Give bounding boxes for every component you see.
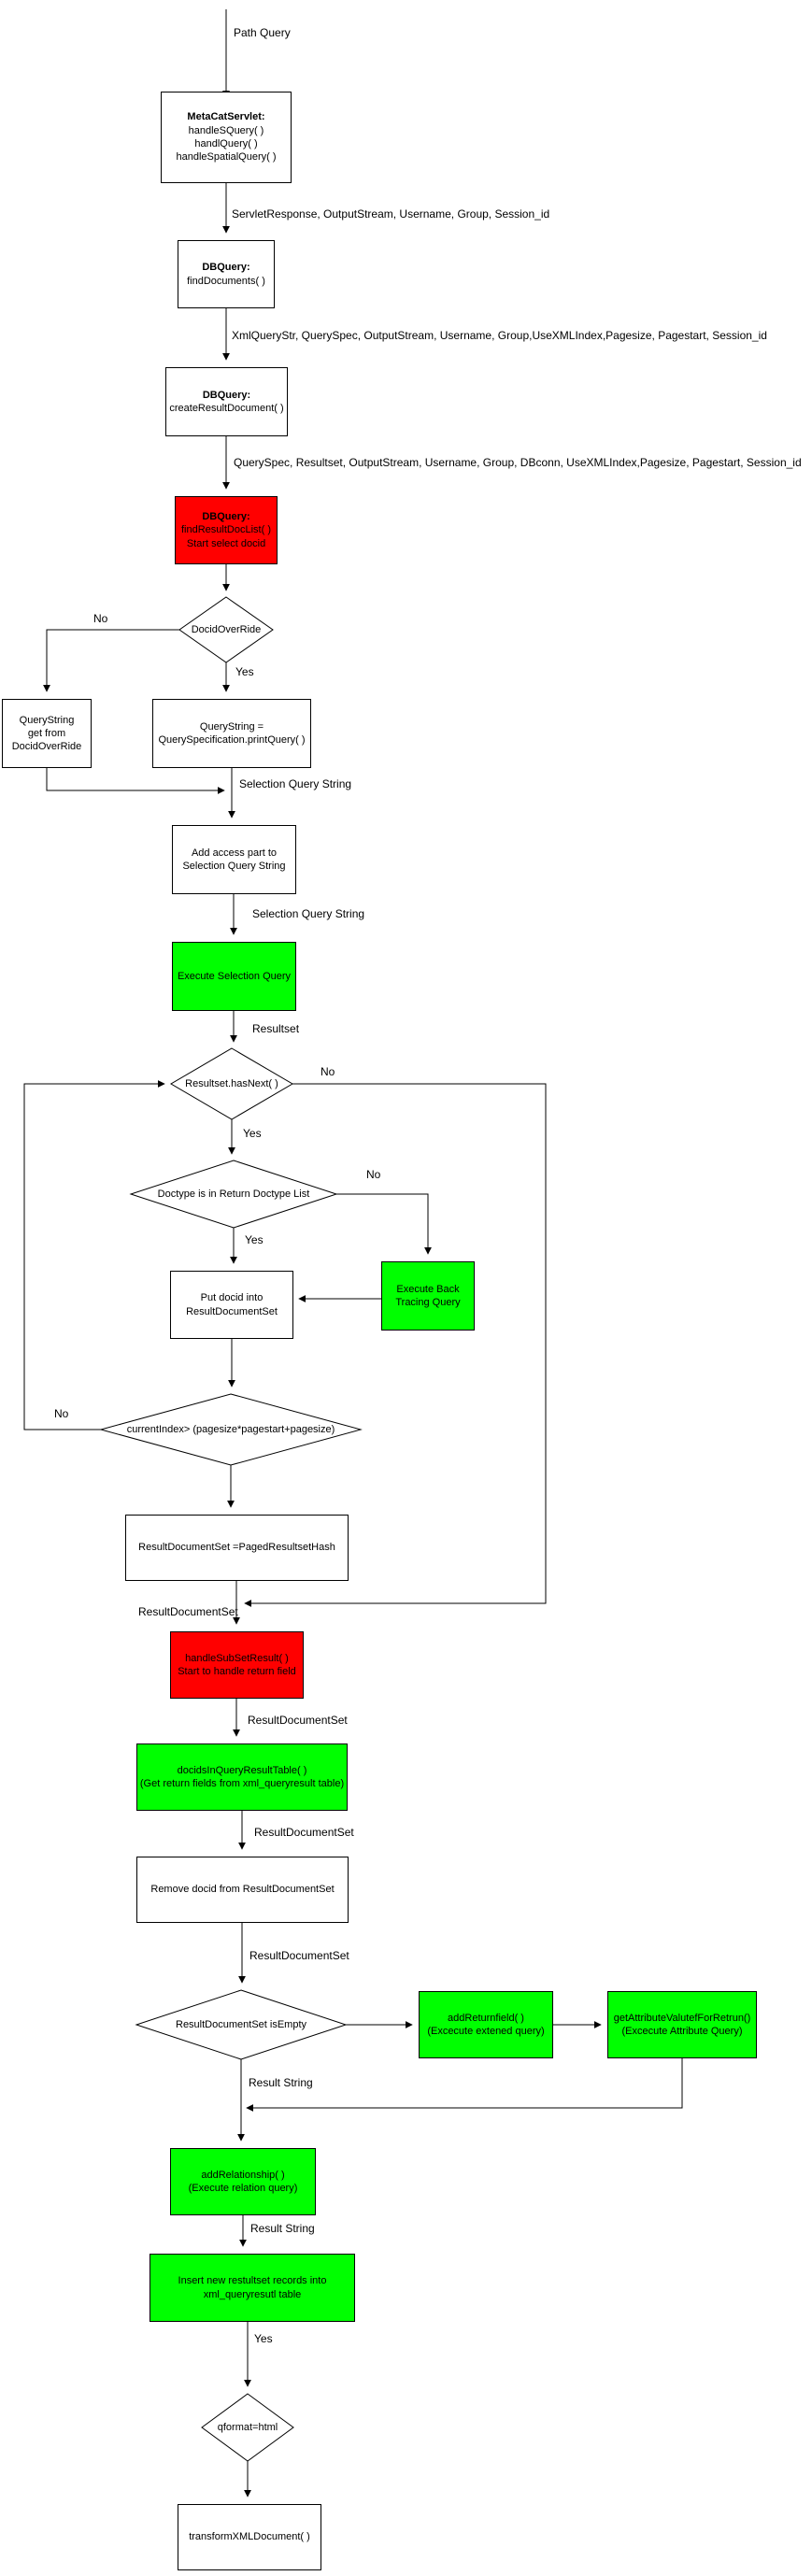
node-dbquery-findresultdoclist-line: Start select docid <box>186 537 266 549</box>
node-add-relationship: addRelationship( ) (Execute relation que… <box>170 2148 316 2215</box>
connector-hasnext-no <box>244 1083 547 1607</box>
node-remove-docid: Remove docid from ResultDocumentSet <box>136 1857 349 1923</box>
node-querystring-spec-line: QuerySpecification.printQuery( ) <box>158 734 306 746</box>
node-get-attribute-value-line: (Excecute Attribute Query) <box>621 2026 743 2037</box>
node-metacatservlet-title: MetaCatServlet: <box>187 111 265 123</box>
edge-label-yes-qformat: Yes <box>254 2332 273 2345</box>
node-transform-xml-document: transformXMLDocument( ) <box>178 2504 321 2570</box>
connector-getattribute-return <box>246 2058 683 2112</box>
edge-label-resultdocumentset-3: ResultDocumentSet <box>254 1826 354 1839</box>
node-dbquery-findresultdoclist: DBQuery: findResultDocList( ) Start sele… <box>175 496 278 564</box>
edge-label-selection-query-string-2: Selection Query String <box>252 907 365 920</box>
node-handle-subset-result: handleSubSetResult( ) Start to handle re… <box>170 1631 304 1699</box>
decision-currentindex-shape <box>99 1393 363 1466</box>
node-querystring-override-line: get from <box>27 727 66 739</box>
node-querystring-override-line: QueryString <box>19 714 75 726</box>
edge-label-yes-doctype: Yes <box>245 1233 264 1246</box>
decision-qformat-label: qformat=html <box>217 2422 278 2433</box>
edge-label-no-docidoverride: No <box>93 612 108 625</box>
edge-label-servlet-args: ServletResponse, OutputStream, Username,… <box>232 207 550 221</box>
node-put-docid-line: Put docid into <box>200 1292 264 1304</box>
decision-isempty-label: ResultDocumentSet isEmpty <box>176 2019 306 2030</box>
node-querystring-spec: QueryString = QuerySpecification.printQu… <box>152 699 311 768</box>
node-paged-resultset-hash-line: ResultDocumentSet =PagedResultsetHash <box>138 1542 335 1554</box>
node-put-docid: Put docid into ResultDocumentSet <box>170 1271 293 1339</box>
node-execute-selection-query-line: Execute Selection Query <box>177 970 292 982</box>
node-get-attribute-value: getAttributeValutefForRetrun() (Excecute… <box>607 1991 757 2058</box>
decision-hasnext-shape <box>170 1047 293 1120</box>
node-dbquery-createresultdocument: DBQuery: createResultDocument( ) <box>165 367 288 436</box>
node-querystring-override-line: DocidOverRide <box>11 741 82 753</box>
edge-label-yes-hasnext: Yes <box>243 1127 262 1140</box>
node-metacatservlet-line: handleSpatialQuery( ) <box>176 151 277 164</box>
edge-label-resultset: Resultset <box>252 1022 300 1035</box>
node-metacatservlet-line: handlQuery( ) <box>194 138 258 149</box>
node-docids-in-queryresult-table-line: docidsInQueryResultTable( ) <box>177 1764 307 1776</box>
decision-doctype-label: Doctype is in Return Doctype List <box>157 1188 310 1200</box>
edge-label-resultdocumentset-2: ResultDocumentSet <box>248 1714 348 1727</box>
edge-label-no-doctype: No <box>366 1168 381 1181</box>
node-dbquery-findresultdoclist-title: DBQuery: <box>202 511 250 523</box>
edge-label-resultdocumentset-4: ResultDocumentSet <box>249 1949 349 1962</box>
node-metacatservlet: MetaCatServlet: handleSQuery( ) handlQue… <box>161 92 292 183</box>
edge-label-xmlquery-args: XmlQueryStr, QuerySpec, OutputStream, Us… <box>232 329 767 342</box>
node-insert-records-line: xml_queryresutl table <box>203 2288 302 2300</box>
edge-label-result-string-2: Result String <box>250 2222 315 2235</box>
connector-docidoverride-no <box>43 629 179 692</box>
decision-docidoverride-label: DocidOverRide <box>191 624 262 635</box>
node-add-returnfield-line: (Excecute extened query) <box>427 2026 545 2037</box>
node-docids-in-queryresult-table: docidsInQueryResultTable( ) (Get return … <box>136 1743 348 1811</box>
node-add-access: Add access part to Selection Query Strin… <box>172 825 296 894</box>
connector-override-merge <box>46 768 225 794</box>
node-execute-back-tracing: Execute Back Tracing Query <box>381 1261 475 1331</box>
node-add-access-line: Selection Query String <box>182 861 286 872</box>
decision-qformat-shape <box>201 2393 294 2462</box>
decision-isempty-shape <box>135 1989 348 2060</box>
node-paged-resultset-hash: ResultDocumentSet =PagedResultsetHash <box>125 1515 349 1581</box>
node-insert-records: Insert new restultset records into xml_q… <box>150 2254 355 2322</box>
node-dbquery-findresultdoclist-line: findResultDocList( ) <box>181 524 271 536</box>
connector-doctype-no <box>336 1193 432 1255</box>
node-add-access-line: Add access part to <box>191 847 278 859</box>
node-add-returnfield-line: addReturnfield( ) <box>448 2012 524 2024</box>
node-remove-docid-line: Remove docid from ResultDocumentSet <box>150 1884 335 1896</box>
node-execute-back-tracing-line: Tracing Query <box>395 1297 461 1308</box>
node-execute-selection-query: Execute Selection Query <box>172 942 296 1011</box>
node-querystring-spec-line: QueryString = <box>199 720 264 733</box>
edge-label-result-string-1: Result String <box>249 2076 313 2089</box>
edge-label-yes-docidoverride: Yes <box>235 665 254 678</box>
node-execute-back-tracing-line: Execute Back <box>396 1283 460 1295</box>
node-put-docid-line: ResultDocumentSet <box>186 1305 278 1317</box>
node-dbquery-createresultdocument-line: createResultDocument( ) <box>169 403 284 414</box>
decision-doctype-shape <box>129 1160 338 1229</box>
node-add-returnfield: addReturnfield( ) (Excecute extened quer… <box>419 1991 553 2058</box>
node-transform-xml-document-line: transformXMLDocument( ) <box>189 2531 310 2543</box>
edge-label-no-currentindex: No <box>54 1407 69 1420</box>
decision-hasnext-label: Resultset.hasNext( ) <box>185 1078 278 1089</box>
node-dbquery-createresultdocument-title: DBQuery: <box>202 389 251 401</box>
node-handle-subset-result-line: Start to handle return field <box>178 1666 296 1677</box>
node-querystring-override: QueryString get from DocidOverRide <box>2 699 92 768</box>
edge-label-queryspec-args: QuerySpec, Resultset, OutputStream, User… <box>234 456 802 469</box>
decision-docidoverride-shape <box>178 596 274 663</box>
decision-currentindex-label: currentIndex> (pagesize*pagestart+pagesi… <box>126 1424 335 1435</box>
node-dbquery-finddocuments: DBQuery: findDocuments( ) <box>178 240 275 308</box>
node-metacatservlet-line: handleSQuery( ) <box>188 124 264 136</box>
node-dbquery-finddocuments-line: findDocuments( ) <box>187 275 265 287</box>
node-handle-subset-result-line: handleSubSetResult( ) <box>185 1652 289 1664</box>
node-insert-records-line: Insert new restultset records into <box>178 2275 327 2287</box>
connector-currentindex-no-loop <box>23 1080 165 1430</box>
node-add-relationship-line: (Execute relation query) <box>188 2183 298 2194</box>
edge-label-no-hasnext: No <box>321 1065 335 1078</box>
node-dbquery-finddocuments-title: DBQuery: <box>202 262 250 274</box>
edge-label-selection-query-string-1: Selection Query String <box>239 777 352 790</box>
node-get-attribute-value-line: getAttributeValutefForRetrun() <box>613 2012 751 2024</box>
node-add-relationship-line: addRelationship( ) <box>201 2169 285 2181</box>
node-docids-in-queryresult-table-line: (Get return fields from xml_queryresult … <box>139 1778 345 1789</box>
edge-label-resultdocumentset-1: ResultDocumentSet <box>138 1605 238 1618</box>
edge-label-path-query: Path Query <box>234 26 291 39</box>
